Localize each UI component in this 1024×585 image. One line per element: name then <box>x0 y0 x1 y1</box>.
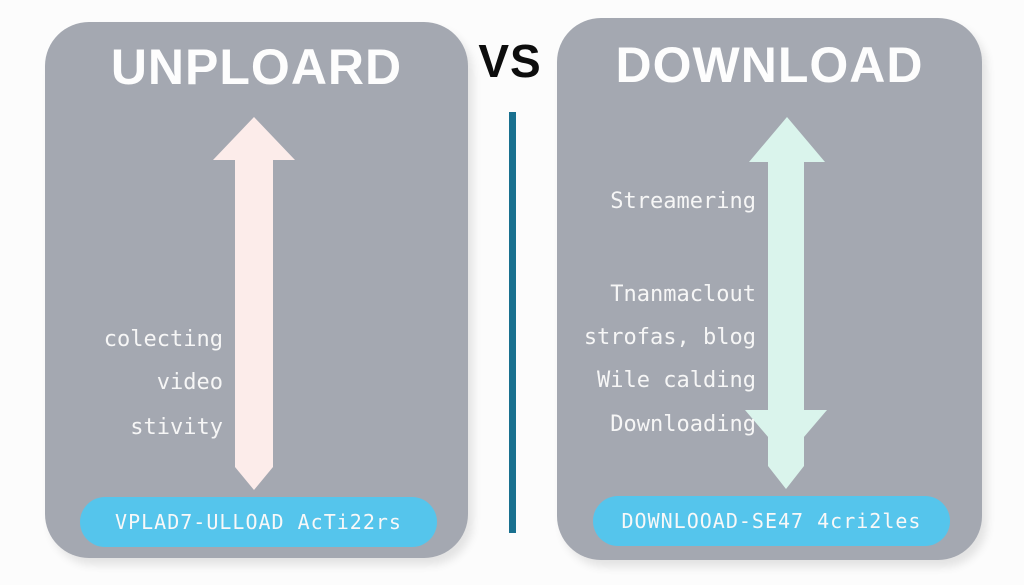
upload-panel-title: UNPLOARD <box>110 39 403 95</box>
download-item: Wile calding <box>597 368 756 393</box>
upload-item: colecting <box>103 327 223 352</box>
download-item: strofas, blog <box>583 325 756 350</box>
download-item: Tnanmaclout <box>610 282 756 307</box>
download-panel-title: DOWNLOAD <box>615 37 924 93</box>
vertical-divider <box>509 112 516 533</box>
download-item: Streamering <box>610 189 756 214</box>
download-action-button[interactable]: DOWNLOOAD-SE47 4cri2les <box>593 496 950 546</box>
versus-label: VS <box>478 35 542 87</box>
upload-item: stivity <box>130 415 223 440</box>
upload-item: video <box>156 370 223 395</box>
upload-action-button[interactable]: VPLAD7-ULLOAD AcTi22rs <box>80 497 437 547</box>
upload-panel <box>45 22 468 558</box>
download-item: Downloading <box>610 412 756 437</box>
